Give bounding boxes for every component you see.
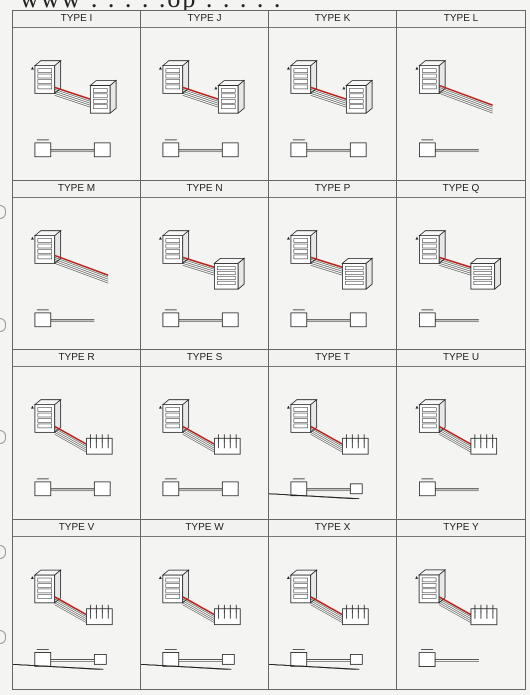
type-label: TYPE N [141,180,268,198]
type-cell: TYPE N [141,180,269,350]
type-cell: TYPE L [397,11,525,181]
type-cell: TYPE I [13,11,141,181]
type-cell: TYPE Q [397,180,525,350]
type-label: TYPE Y [397,519,525,537]
cable-assembly-diagram [141,568,241,670]
type-label: TYPE W [141,519,268,537]
type-label: TYPE K [269,11,396,28]
cable-assembly-diagram [269,568,369,670]
binder-hole-5 [0,630,6,644]
cable-assembly-diagram [158,229,246,327]
cable-assembly-diagram [30,398,113,497]
type-label: TYPE T [269,350,396,367]
cable-assembly-diagram [158,398,241,497]
cable-assembly-diagram [158,59,246,158]
cable-assembly-diagram [415,398,498,497]
binder-hole-3 [0,430,6,444]
header-fragment: www . . . . .op . . . . . [20,0,282,10]
type-label: TYPE L [397,11,525,28]
type-label: TYPE V [13,519,140,537]
type-cell: TYPE R [13,350,141,520]
cable-assembly-diagram [286,229,374,327]
type-cell: TYPE K [269,11,397,181]
cable-assembly-diagram [269,398,369,500]
cable-assembly-diagram [30,59,118,158]
cable-assembly-diagram [286,59,374,158]
cable-assembly-diagram [30,229,109,327]
type-label: TYPE J [141,11,268,28]
type-cell: TYPE V [13,519,141,689]
type-cell: TYPE P [269,180,397,350]
type-label: TYPE Q [397,180,525,198]
type-cell: TYPE Y [397,519,525,690]
type-label: TYPE S [141,350,268,367]
cable-type-grid: TYPE I TYPE J TYPE K TYPE L TYPE M TYPE … [12,10,526,690]
cable-assembly-diagram [415,59,493,158]
type-cell: TYPE J [141,11,269,181]
type-cell: TYPE W [141,519,269,689]
type-label: TYPE M [13,180,140,198]
binder-hole-1 [0,205,6,219]
binder-hole-2 [0,318,6,332]
type-label: TYPE P [269,180,396,198]
binder-hole-4 [0,545,6,559]
cable-assembly-diagram [415,229,502,327]
type-cell: TYPE X [269,519,397,689]
type-label: TYPE R [13,350,140,367]
type-cell: TYPE U [397,350,525,520]
cable-assembly-diagram [415,568,498,667]
cropped-header-text: www . . . . .op . . . . . [0,0,530,10]
type-cell: TYPE S [141,350,269,520]
type-label: TYPE X [269,519,396,537]
type-label: TYPE U [397,350,525,367]
type-label: TYPE I [13,11,140,28]
type-cell: TYPE M [13,180,141,350]
cable-assembly-diagram [13,568,113,670]
type-cell: TYPE T [269,350,397,520]
